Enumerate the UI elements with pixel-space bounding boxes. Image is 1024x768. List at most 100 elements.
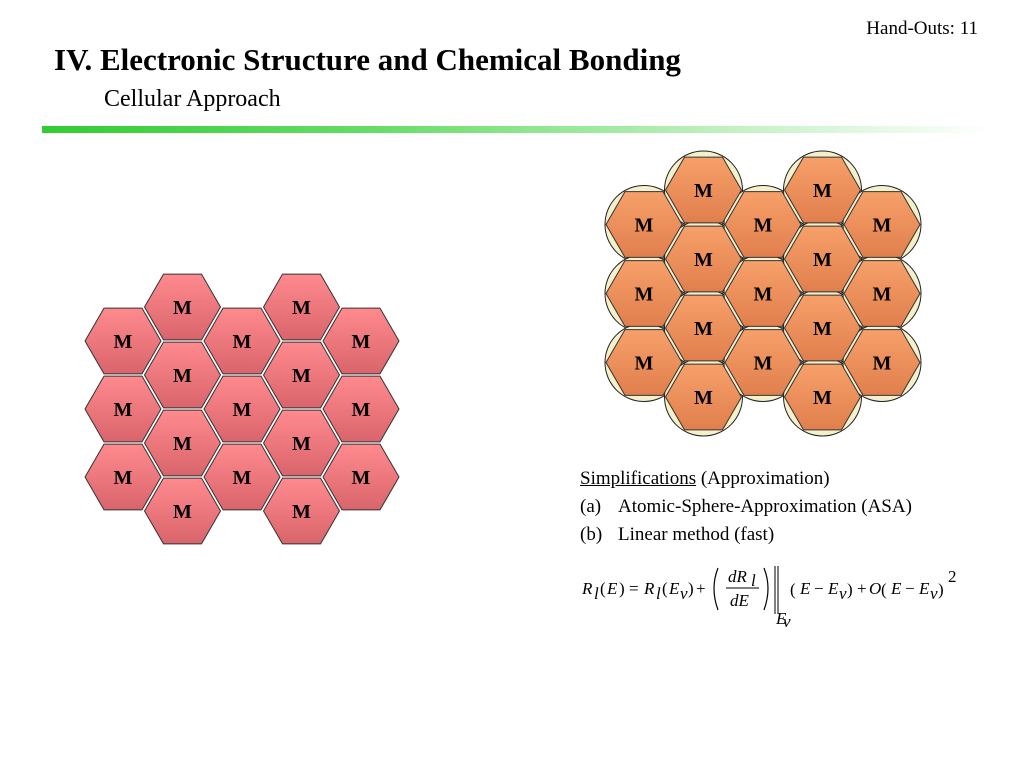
hexagonal-cell (262, 409, 341, 477)
eq-E: E (668, 579, 680, 598)
hexagonal-cell (783, 294, 862, 362)
title-divider (42, 126, 992, 133)
eq-sub-l: l (656, 584, 661, 603)
hexagonal-cell (143, 273, 222, 341)
simplification-item-a: (a) Atomic-Sphere-Approximation (ASA) (580, 493, 912, 521)
hexagonal-cell (783, 225, 862, 293)
eq-paren: ( (881, 580, 887, 599)
eq-sub-l: l (751, 571, 756, 590)
hexagonal-cell (664, 294, 743, 362)
eq-paren: ) (619, 579, 625, 598)
hexagonal-cell (724, 329, 802, 396)
atom-label: M (754, 353, 773, 375)
atom-label: M (352, 467, 371, 489)
linearization-equation: R l ( E ) = R l ( E ν ) + dR l dE E ν ( … (581, 566, 957, 631)
atom-label: M (292, 501, 311, 523)
atom-label: M (292, 365, 311, 387)
hexagonal-cell (724, 260, 802, 327)
atom-label: M (114, 399, 133, 421)
simplifications-label: Simplifications (580, 468, 697, 489)
hexagonal-cell (262, 477, 341, 545)
atom-label: M (873, 215, 892, 237)
eq-R: R (643, 579, 655, 598)
atom-label: M (694, 387, 713, 409)
slide-title: IV. Electronic Structure and Chemical Bo… (54, 42, 681, 77)
simplifications-block: Simplifications (Approximation) (a) Atom… (580, 465, 912, 549)
eq-E: E (606, 579, 618, 598)
hexagonal-cell (262, 273, 341, 341)
atom-label: M (352, 331, 371, 353)
hexagonal-cell (605, 329, 683, 396)
atom-label: M (114, 331, 133, 353)
atom-label: M (635, 284, 654, 306)
eq-sub-nu: ν (680, 584, 688, 603)
atom-label: M (173, 433, 192, 455)
hexagonal-cell (664, 225, 743, 293)
eq-E: E (799, 579, 811, 598)
atom-label: M (352, 399, 371, 421)
atom-label: M (635, 215, 654, 237)
simplification-item-b: (b) Linear method (fast) (580, 521, 912, 549)
eq-sub-l: l (594, 584, 599, 603)
eq-equals: = (629, 579, 639, 598)
hexagonal-cell (724, 191, 802, 258)
eq-dR: dR (728, 567, 748, 586)
hexagonal-cell (322, 375, 400, 443)
atom-label: M (694, 249, 713, 271)
hexagonal-cell (843, 260, 921, 327)
hexagonal-cell (605, 260, 683, 327)
hexagonal-cell (143, 341, 222, 409)
eq-power: 2 (948, 567, 957, 586)
atom-label: M (813, 387, 832, 409)
atom-label: M (813, 180, 832, 202)
hexagonal-cell (664, 156, 743, 224)
eq-minus: − (814, 579, 824, 598)
hexagonal-cell (203, 443, 281, 511)
hexagonal-cell (84, 375, 162, 443)
eq-E: E (890, 579, 902, 598)
eq-O: O (869, 579, 881, 598)
eq-paren: ( (600, 579, 606, 598)
hexagonal-cell (783, 156, 862, 224)
atom-label: M (173, 297, 192, 319)
slide-subtitle: Cellular Approach (104, 86, 281, 112)
atom-label: M (173, 501, 192, 523)
eq-paren: ) (847, 580, 853, 599)
hexagonal-cell (783, 363, 862, 431)
simplifications-suffix: (Approximation) (700, 468, 830, 489)
item-marker: (b) (580, 524, 603, 545)
eq-paren: ) (938, 580, 944, 599)
eq-paren: ( (790, 580, 796, 599)
simplifications-heading: Simplifications (Approximation) (580, 465, 912, 493)
eq-bracket (713, 567, 719, 611)
hexagonal-cell (605, 191, 683, 258)
eq-R: R (581, 579, 593, 598)
item-text: Atomic-Sphere-Approximation (ASA) (618, 496, 912, 517)
atom-label: M (754, 215, 773, 237)
hexagonal-cell (203, 375, 281, 443)
hexagonal-cell (203, 307, 281, 375)
atom-label: M (233, 399, 252, 421)
eq-eval-nu: ν (783, 612, 791, 631)
handout-number: Hand-Outs: 11 (866, 18, 978, 39)
hexagonal-cell (143, 409, 222, 477)
hexagonal-cell (84, 443, 162, 511)
hexagonal-cell (84, 307, 162, 375)
atom-label: M (292, 433, 311, 455)
atom-label: M (813, 249, 832, 271)
eq-sub-nu: ν (839, 584, 847, 603)
hexagonal-cell (664, 363, 743, 431)
hexagonal-cell (322, 443, 400, 511)
atom-label: M (292, 297, 311, 319)
hexagonal-cell (262, 341, 341, 409)
eq-sub-nu: ν (930, 584, 938, 603)
eq-eval-E: E (775, 609, 787, 628)
atom-label: M (873, 284, 892, 306)
hexagonal-cell (843, 191, 921, 258)
atom-label: M (233, 467, 252, 489)
atom-label: M (694, 318, 713, 340)
eq-minus: − (905, 579, 915, 598)
eq-dE: dE (730, 591, 750, 610)
